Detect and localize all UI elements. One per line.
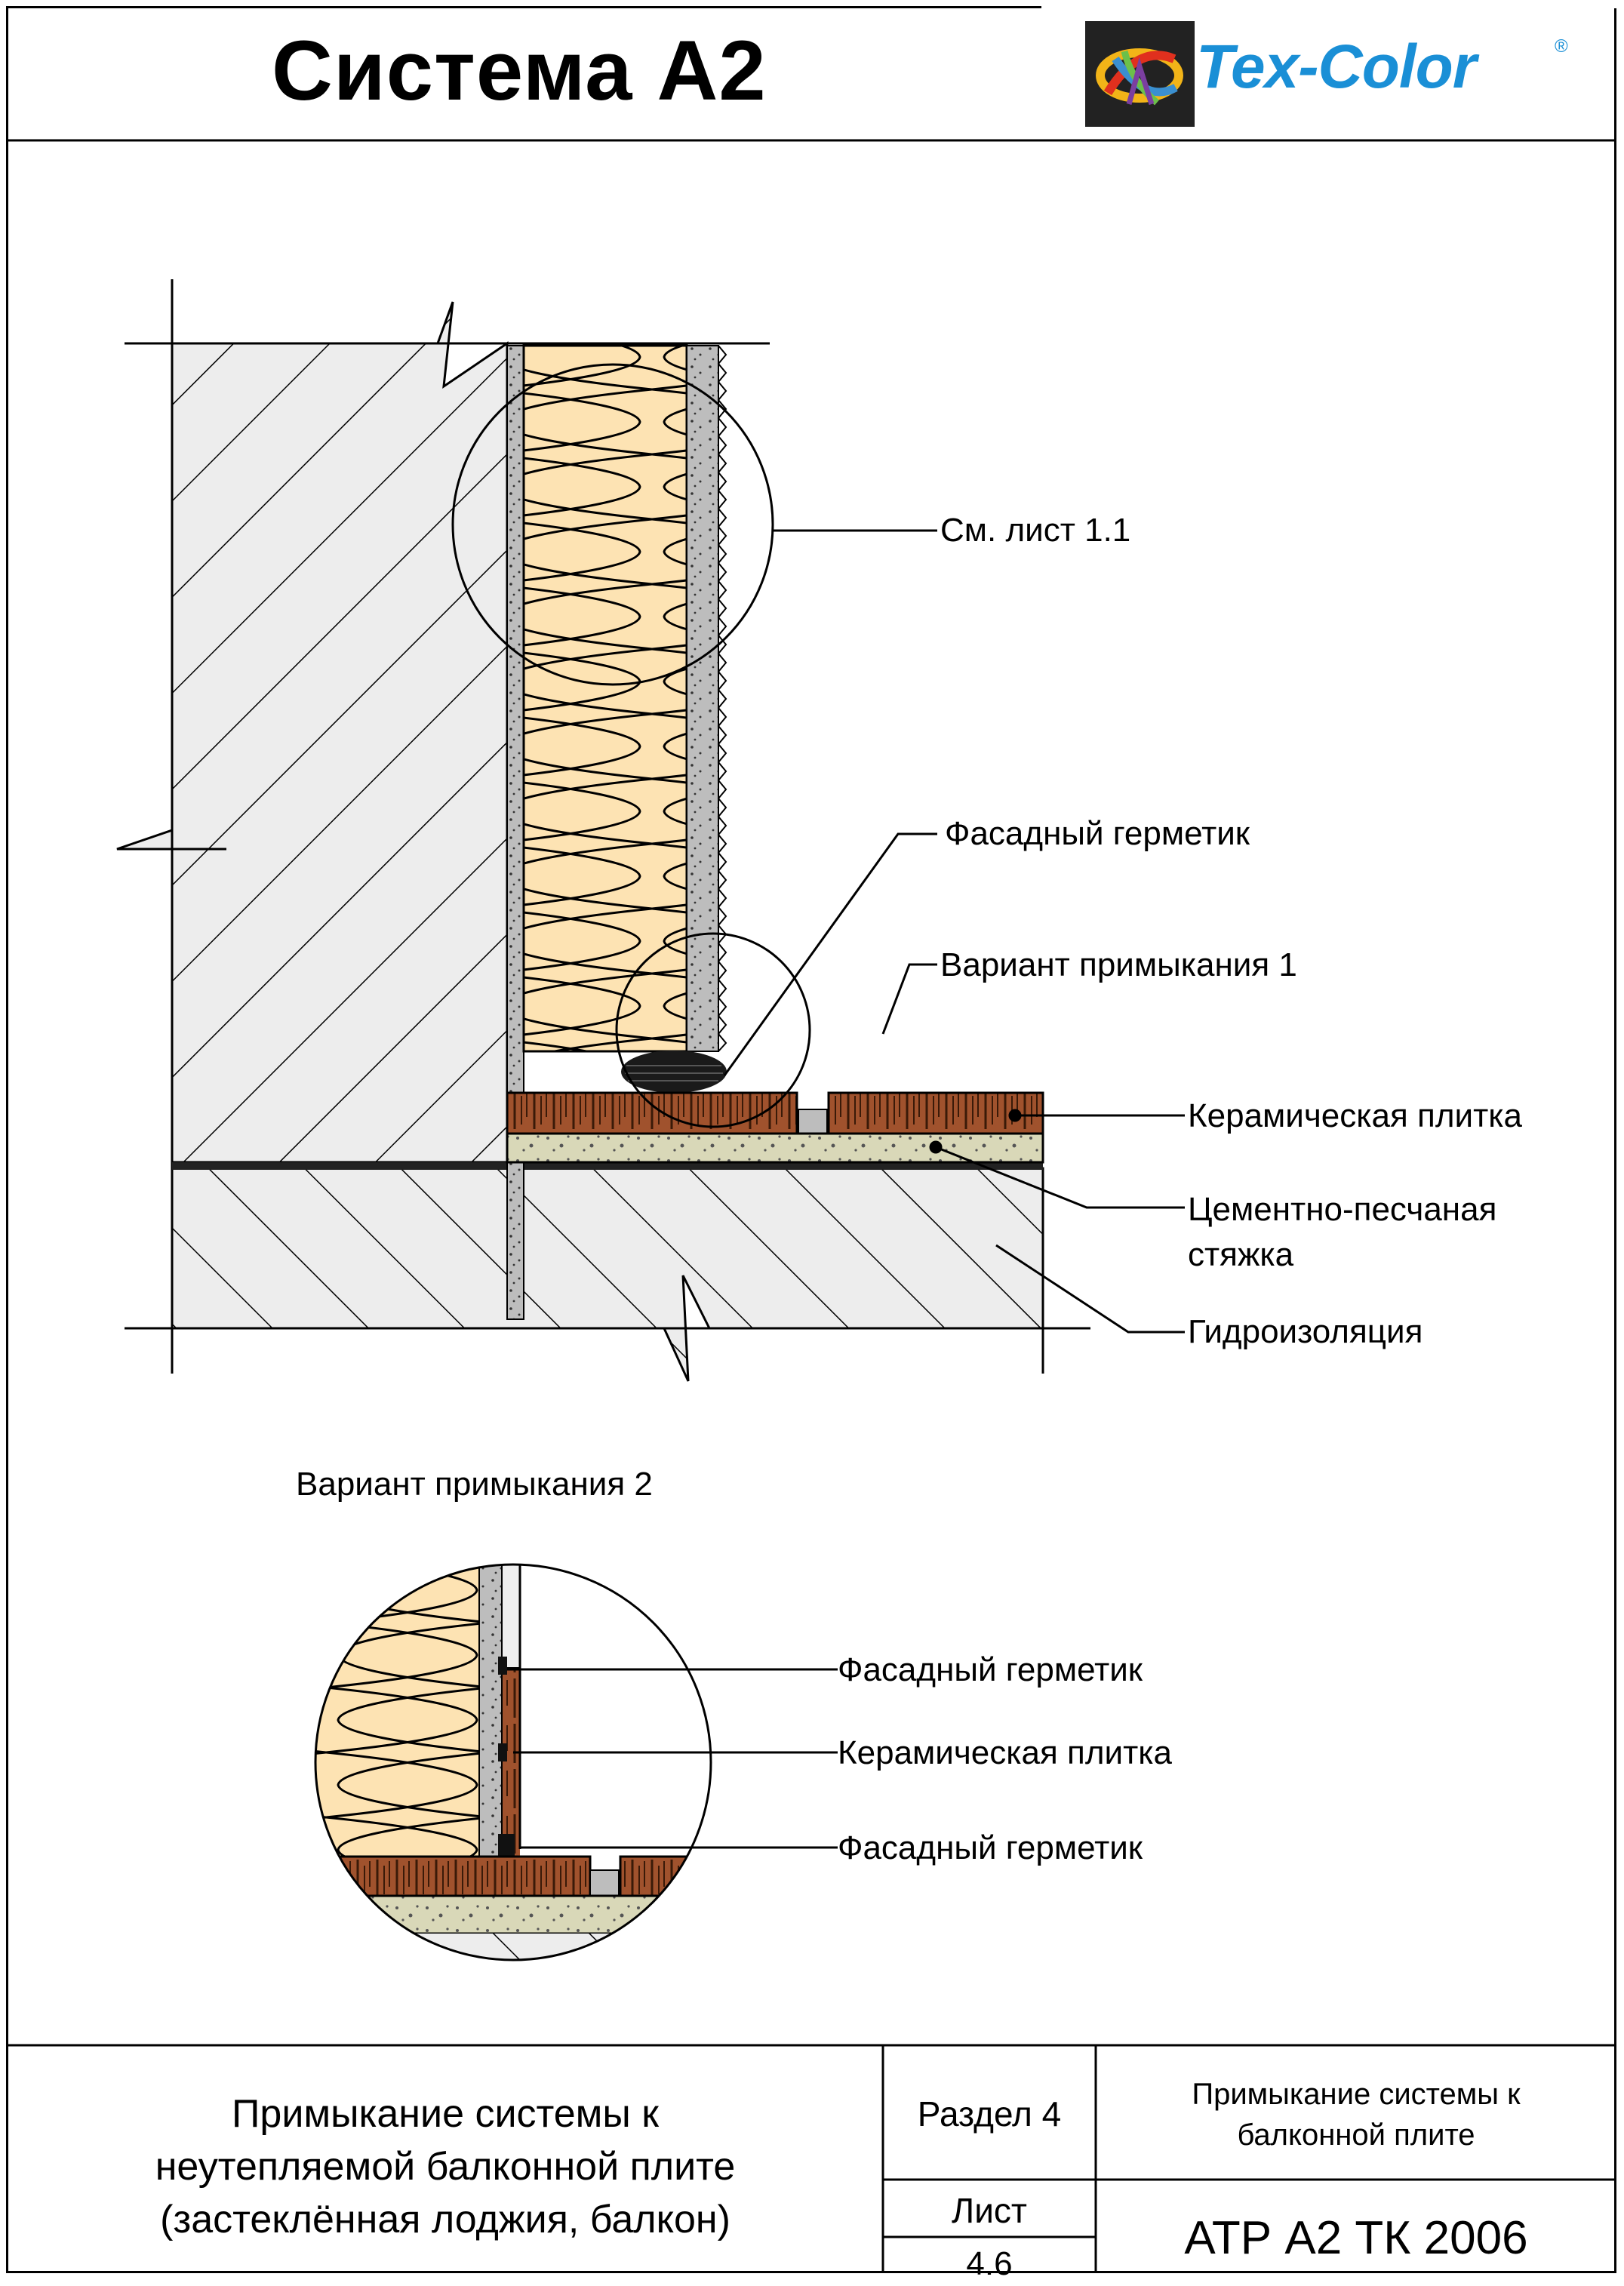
section-title: Примыкание системы к балконной плите: [1096, 2074, 1616, 2155]
drawing-sheet: [6, 6, 1616, 2273]
variant-2-title: Вариант примыкания 2: [296, 1466, 653, 1503]
callout-ceramic-tile: Керамическая плитка: [1188, 1097, 1522, 1134]
sheet-label: Лист: [952, 2191, 1027, 2230]
insulation-layer: [522, 344, 688, 1053]
callout-screed-line2: стяжка: [1188, 1236, 1294, 1273]
detail-circle-sheet-1-1: [451, 363, 774, 686]
callout-variant-1: Вариант примыкания 1: [940, 946, 1297, 983]
detail-circle-variant-2: [314, 1563, 712, 1961]
logo-mark-icon: [1085, 21, 1195, 127]
callout-sealant: Фасадный герметик: [945, 815, 1250, 852]
adhesive-layer: [506, 345, 524, 1320]
variant-2-detail: [315, 1565, 711, 1960]
title-block-description: Примыкание системы к неутепляемой балкон…: [30, 2088, 860, 2247]
logo-text: Tex-Color: [1196, 32, 1477, 101]
logo-registered-mark: ®: [1555, 36, 1568, 57]
waterproofing-layer: [172, 1162, 1043, 1170]
description-line-3: (застеклённая лоджия, балкон): [160, 2198, 730, 2242]
detail-circle-variant-1: [615, 932, 811, 1128]
balcony-slab: [125, 1167, 1090, 1382]
section-label: Раздел 4: [917, 2094, 1062, 2134]
variant-2-callout-sealant-bottom: Фасадный герметик: [838, 1829, 1143, 1866]
variant-2-callout-tile: Керамическая плитка: [838, 1734, 1172, 1771]
description-line-2: неутепляемой балконной плите: [155, 2145, 736, 2189]
title-block-grid: [6, 2044, 1616, 2273]
base-plaster-layer: [686, 345, 719, 1052]
leader-lines: [723, 529, 1185, 1334]
description-line-1: Примыкание системы к: [232, 2092, 659, 2136]
sheet-number: 4.6: [966, 2245, 1013, 2282]
finish-coat: [717, 345, 727, 1052]
cement-sand-screed: [506, 1132, 1044, 1164]
page-title: Система А2: [272, 23, 767, 118]
callout-waterproofing: Гидроизоляция: [1188, 1313, 1423, 1350]
section-title-line-2: балконной плите: [1237, 2118, 1475, 2152]
section-title-line-1: Примыкание системы к: [1192, 2078, 1521, 2111]
document-code: АТР А2 ТК 2006: [1184, 2212, 1528, 2264]
callout-see-sheet: См. лист 1.1: [940, 512, 1131, 549]
variant-2-callout-sealant-top: Фасадный герметик: [838, 1651, 1143, 1688]
sealant-bead: [621, 1051, 727, 1093]
tile-joint: [798, 1109, 828, 1134]
ceramic-tile-1: [506, 1091, 798, 1135]
variant-2-leader-lines: [507, 1668, 838, 1849]
ceramic-tile-2: [827, 1091, 1044, 1135]
callout-screed-line1: Цементно-песчаная: [1188, 1191, 1497, 1228]
